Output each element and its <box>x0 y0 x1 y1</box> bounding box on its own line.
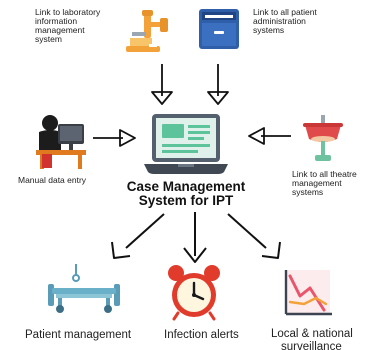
person-at-desk-icon <box>36 115 86 169</box>
arrow-to-infection-alerts <box>183 212 207 263</box>
arrow-down-from-lab <box>151 64 173 105</box>
patient-admin-line-1: Link to all patient <box>253 7 317 17</box>
patient-admin-line-2: administration <box>253 15 306 26</box>
manual-entry-label: Manual data entry <box>18 175 87 185</box>
patient-management-label: Patient management <box>25 329 132 341</box>
arrow-right-from-manual <box>93 129 136 147</box>
theatre-line-2: management <box>292 177 342 188</box>
arrow-left-from-theatre <box>248 127 291 145</box>
arrow-to-patient-management <box>111 213 165 259</box>
theatre-lamp-icon <box>303 115 343 161</box>
alarm-clock-icon <box>168 265 220 321</box>
surveillance-label: Local & national surveillance <box>271 328 371 350</box>
central-title-line-2: System for IPT <box>138 192 234 208</box>
patient-admin-link-label: Link to all patient administration syste… <box>253 8 363 35</box>
microscope-icon <box>126 10 168 52</box>
surveillance-line-1: Local & national <box>271 328 353 340</box>
lab-label-line-2: information <box>35 15 78 26</box>
theatre-link-label: Link to all theatre management systems <box>292 170 372 197</box>
lab-label-line-1: Link to laboratory <box>35 7 101 17</box>
line-chart-icon <box>284 270 332 316</box>
filing-cabinet-icon <box>199 9 239 49</box>
central-title-line-1: Case Management <box>126 179 246 194</box>
lab-link-label: Link to laboratory information managemen… <box>35 8 135 44</box>
surveillance-line-2: surveillance <box>281 341 342 350</box>
theatre-line-1: Link to all theatre <box>292 169 357 179</box>
lab-label-line-3: management <box>35 24 85 35</box>
central-system-title: Case Management System for IPT <box>126 180 246 207</box>
arrow-to-surveillance <box>227 213 281 259</box>
hospital-bed-icon <box>48 264 120 313</box>
patient-admin-line-3: systems <box>253 24 285 35</box>
theatre-line-3: systems <box>292 186 324 197</box>
laptop-icon <box>144 114 228 174</box>
arrow-down-from-admin <box>207 64 229 105</box>
lab-label-line-4: system <box>35 33 62 44</box>
infection-alerts-label: Infection alerts <box>164 329 239 341</box>
